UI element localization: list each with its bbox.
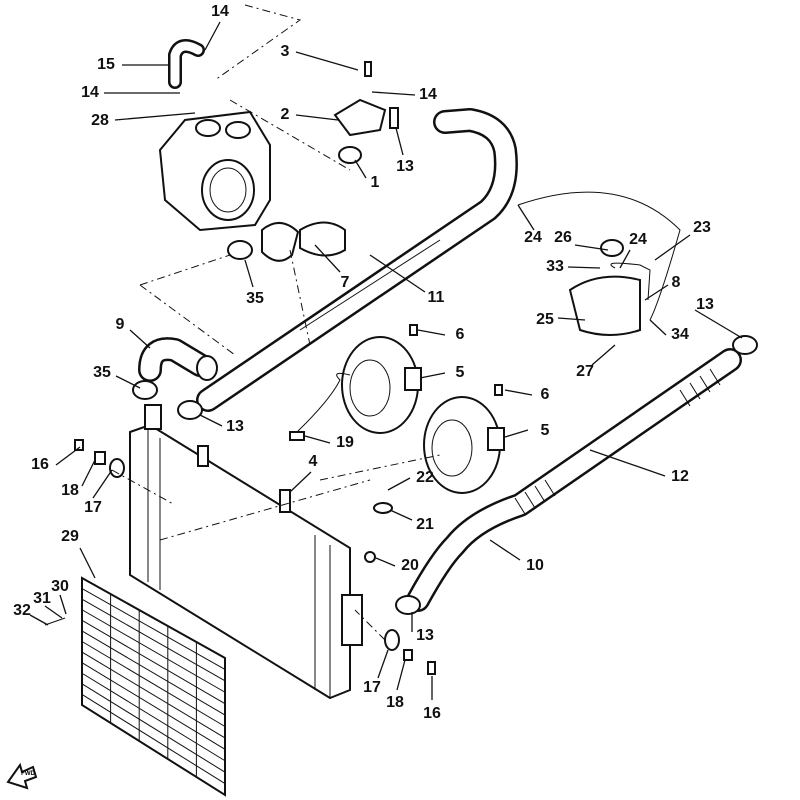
callout: 5 — [541, 422, 550, 439]
callout: 5 — [456, 364, 465, 381]
callout: 15 — [97, 56, 115, 73]
callout: 32 — [13, 602, 31, 619]
lower-radiator-hose — [406, 348, 742, 612]
callout: 1 — [371, 174, 380, 191]
callout: 12 — [671, 468, 689, 485]
callout: 14 — [211, 3, 229, 20]
callout: 2 — [281, 106, 290, 123]
radiator-cap — [299, 221, 346, 257]
callout: 18 — [61, 482, 79, 499]
upper-radiator-hose — [196, 108, 518, 412]
fasteners — [44, 324, 758, 675]
callout: 6 — [456, 326, 465, 343]
callout: 7 — [341, 274, 350, 291]
callout: 22 — [416, 469, 434, 486]
sensor — [389, 107, 399, 129]
hose-clamp — [227, 240, 253, 260]
callout: 14 — [419, 86, 437, 103]
callout-labels: 14 15 3 14 14 28 2 13 1 24 26 24 23 33 8… — [13, 3, 714, 722]
callout: 9 — [116, 316, 125, 333]
callout: 17 — [363, 679, 381, 696]
callout: 13 — [696, 296, 714, 313]
callout: 20 — [401, 557, 419, 574]
fwd-label: FWD — [21, 771, 35, 777]
callout: 19 — [336, 434, 354, 451]
callout: 24 — [629, 231, 647, 248]
thermostat-cover — [333, 98, 387, 137]
callout: 21 — [416, 516, 434, 533]
callout: 18 — [386, 694, 404, 711]
callout: 11 — [428, 289, 445, 306]
callout: 25 — [536, 311, 554, 328]
callout: 35 — [93, 364, 111, 381]
callout: 17 — [84, 499, 102, 516]
callout: 31 — [33, 590, 51, 607]
callout: 16 — [31, 456, 49, 473]
callout: 23 — [693, 219, 711, 236]
callout: 35 — [246, 290, 264, 307]
callout: 30 — [51, 578, 69, 595]
callout: 3 — [281, 43, 290, 60]
thermostat — [338, 146, 362, 164]
bolt — [364, 61, 372, 77]
callout: 29 — [61, 528, 79, 545]
callout: 27 — [576, 363, 594, 380]
radiator — [129, 404, 363, 700]
callout: 33 — [546, 258, 564, 275]
callout: 13 — [226, 418, 244, 435]
callout: 10 — [526, 557, 544, 574]
callout: 14 — [81, 84, 99, 101]
callout: 26 — [554, 229, 572, 246]
callout: 8 — [672, 274, 681, 291]
coolant-reservoir — [517, 191, 681, 336]
callout: 4 — [309, 453, 318, 470]
callout: 13 — [416, 627, 434, 644]
radiator-grille — [81, 576, 226, 797]
bypass-hose — [138, 337, 218, 382]
callout: 13 — [396, 158, 414, 175]
callout: 24 — [524, 229, 542, 246]
filler-neck — [261, 222, 300, 262]
fan-motor-2 — [423, 396, 505, 494]
water-outlet-housing — [158, 110, 271, 232]
fan-motor-1 — [341, 336, 422, 434]
callout: 16 — [423, 705, 441, 722]
callout: 28 — [91, 112, 109, 129]
forward-direction-arrow: FWD — [6, 762, 38, 790]
callout: 34 — [671, 326, 689, 343]
callout: 6 — [541, 386, 550, 403]
